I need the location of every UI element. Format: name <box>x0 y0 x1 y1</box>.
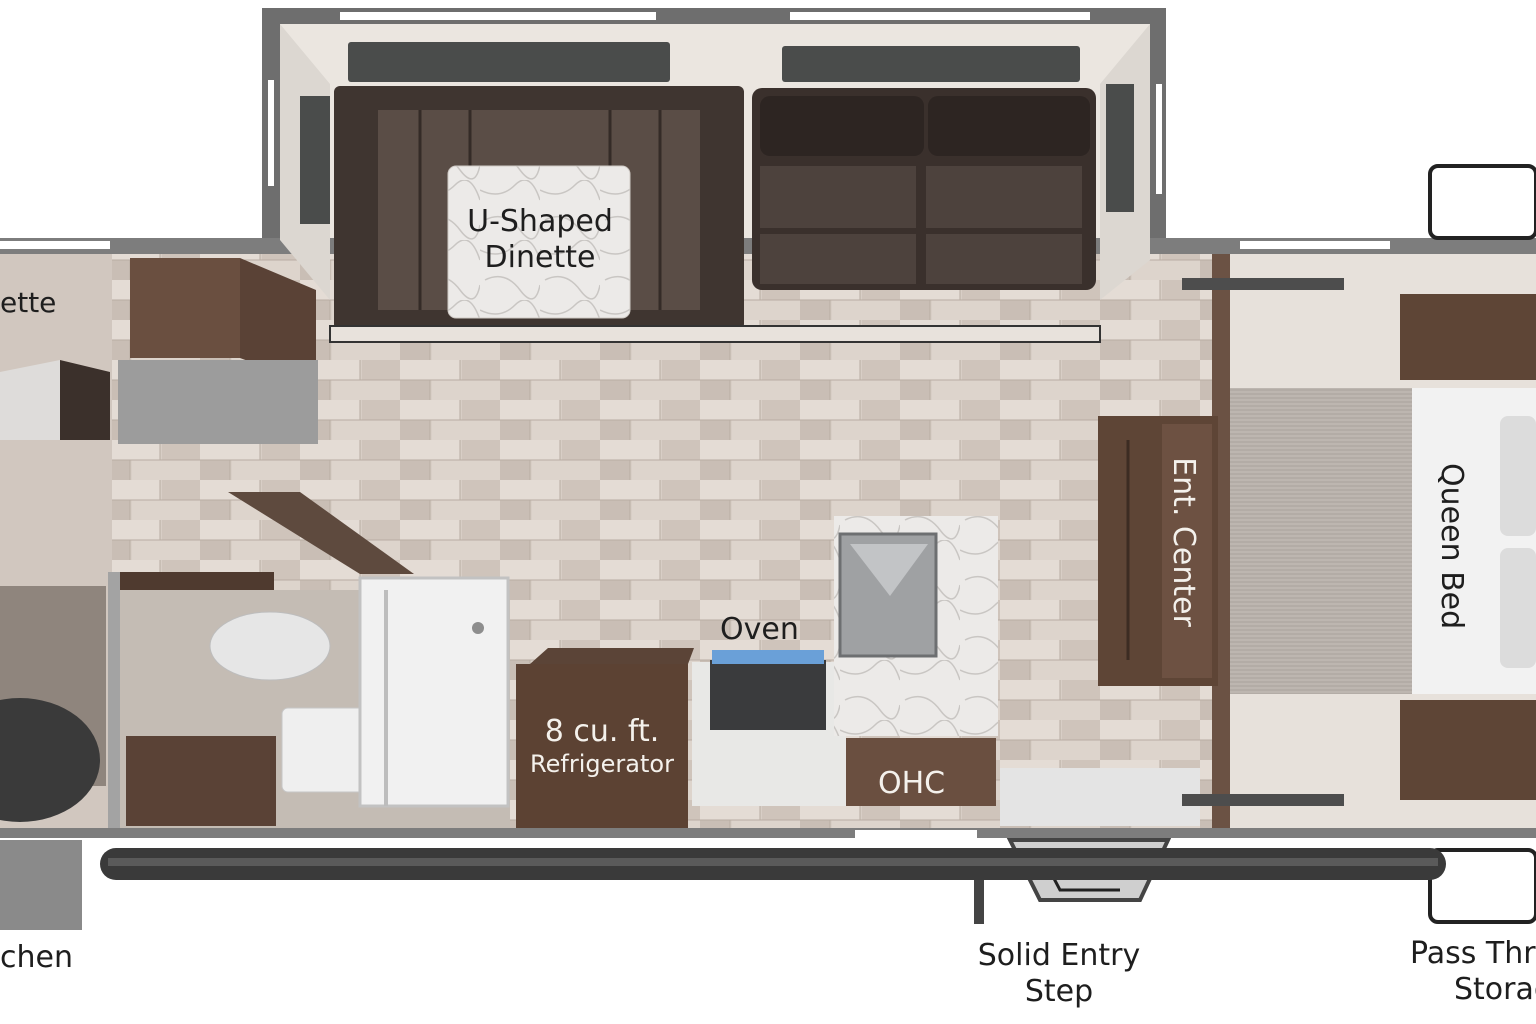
ent-center <box>1098 416 1218 686</box>
rear-cabinets <box>0 258 318 444</box>
refrigerator <box>516 648 694 828</box>
slide-out-interior <box>280 24 1150 300</box>
stove-burners <box>712 650 824 664</box>
u-shaped-dinette <box>334 86 744 330</box>
refrigerator-top <box>530 648 694 664</box>
cabinet <box>60 360 110 440</box>
window <box>0 241 110 249</box>
ohc-cabinet <box>846 738 996 806</box>
sofa-cushion <box>926 234 1082 284</box>
refrigerator-label: 8 cu. ft. Refrigerator <box>516 714 688 779</box>
front-cap <box>1428 164 1536 240</box>
bath-wall <box>108 572 120 828</box>
window <box>1156 84 1162 194</box>
nightstand <box>1400 700 1536 800</box>
pass-thru-label-line-1: Pass Thru <box>1410 936 1536 971</box>
queen-bed-label: Queen Bed <box>1434 463 1469 630</box>
awning <box>100 848 1446 880</box>
pillow <box>1500 416 1536 536</box>
cabinet <box>240 258 316 386</box>
refrigerator-label-line-1: 8 cu. ft. <box>544 714 660 749</box>
window-shade <box>1106 84 1134 212</box>
sofa-cushion <box>926 166 1082 228</box>
bedroom <box>1182 164 1536 924</box>
shelf <box>118 360 318 444</box>
entry-step-label-line-2: Step <box>1024 974 1094 1009</box>
ohc-label: OHC <box>878 766 946 801</box>
sofa-back <box>928 96 1090 156</box>
entry-area <box>974 768 1200 924</box>
oven-label: Oven <box>720 612 799 647</box>
dinette-table <box>447 165 631 319</box>
sofa-cushion <box>760 234 916 284</box>
window <box>340 12 656 20</box>
dinette-label-line-1: U-Shaped <box>467 204 613 239</box>
window-shade <box>348 42 670 82</box>
dinette-label-line-2: Dinette <box>484 240 596 275</box>
pass-thru-door <box>1428 848 1536 924</box>
pass-thru-label: Pass Thru Storage <box>1410 936 1536 1008</box>
entry-step-label-line-1: Solid Entry <box>977 938 1141 973</box>
window <box>268 80 274 186</box>
bath-door <box>228 492 414 574</box>
slide-front-edge <box>329 325 1101 343</box>
refrigerator-body <box>516 664 688 828</box>
rear-room <box>0 586 106 930</box>
entry-post <box>974 848 984 924</box>
shower <box>358 576 510 808</box>
shelf <box>1182 278 1344 290</box>
entry-step-label: Solid Entry Step <box>964 938 1154 1010</box>
rear-sink <box>0 698 100 822</box>
dinette-label: U-Shaped Dinette <box>452 204 628 276</box>
shower-drain <box>472 622 484 634</box>
pillow <box>1500 548 1536 668</box>
refrigerator-label-line-2: Refrigerator <box>530 750 674 778</box>
window <box>1240 241 1390 249</box>
left-edge-bottom-label: chen <box>0 940 73 975</box>
nightstand <box>1400 294 1536 380</box>
window-shade <box>300 96 330 224</box>
pass-thru-label-line-2: Storage <box>1454 972 1536 1007</box>
oven <box>710 660 826 730</box>
left-edge-top-label: ette <box>0 286 57 319</box>
sofa <box>752 88 1096 290</box>
ent-center-label: Ent. Center <box>1166 457 1201 627</box>
cabinet <box>130 258 240 358</box>
toilet <box>209 611 331 681</box>
rear-cabinet-bottom <box>0 840 82 930</box>
shelf <box>1182 794 1344 806</box>
window <box>855 830 977 838</box>
vanity <box>126 736 276 826</box>
ent-center-face <box>1162 424 1212 678</box>
bathroom <box>108 492 510 828</box>
entry-floor <box>1000 768 1200 826</box>
kitchen <box>692 516 998 806</box>
bath-shelf <box>120 572 274 590</box>
sofa-back <box>760 96 924 156</box>
window-shade <box>782 46 1080 82</box>
window <box>790 12 1090 20</box>
sofa-cushion <box>760 166 916 228</box>
